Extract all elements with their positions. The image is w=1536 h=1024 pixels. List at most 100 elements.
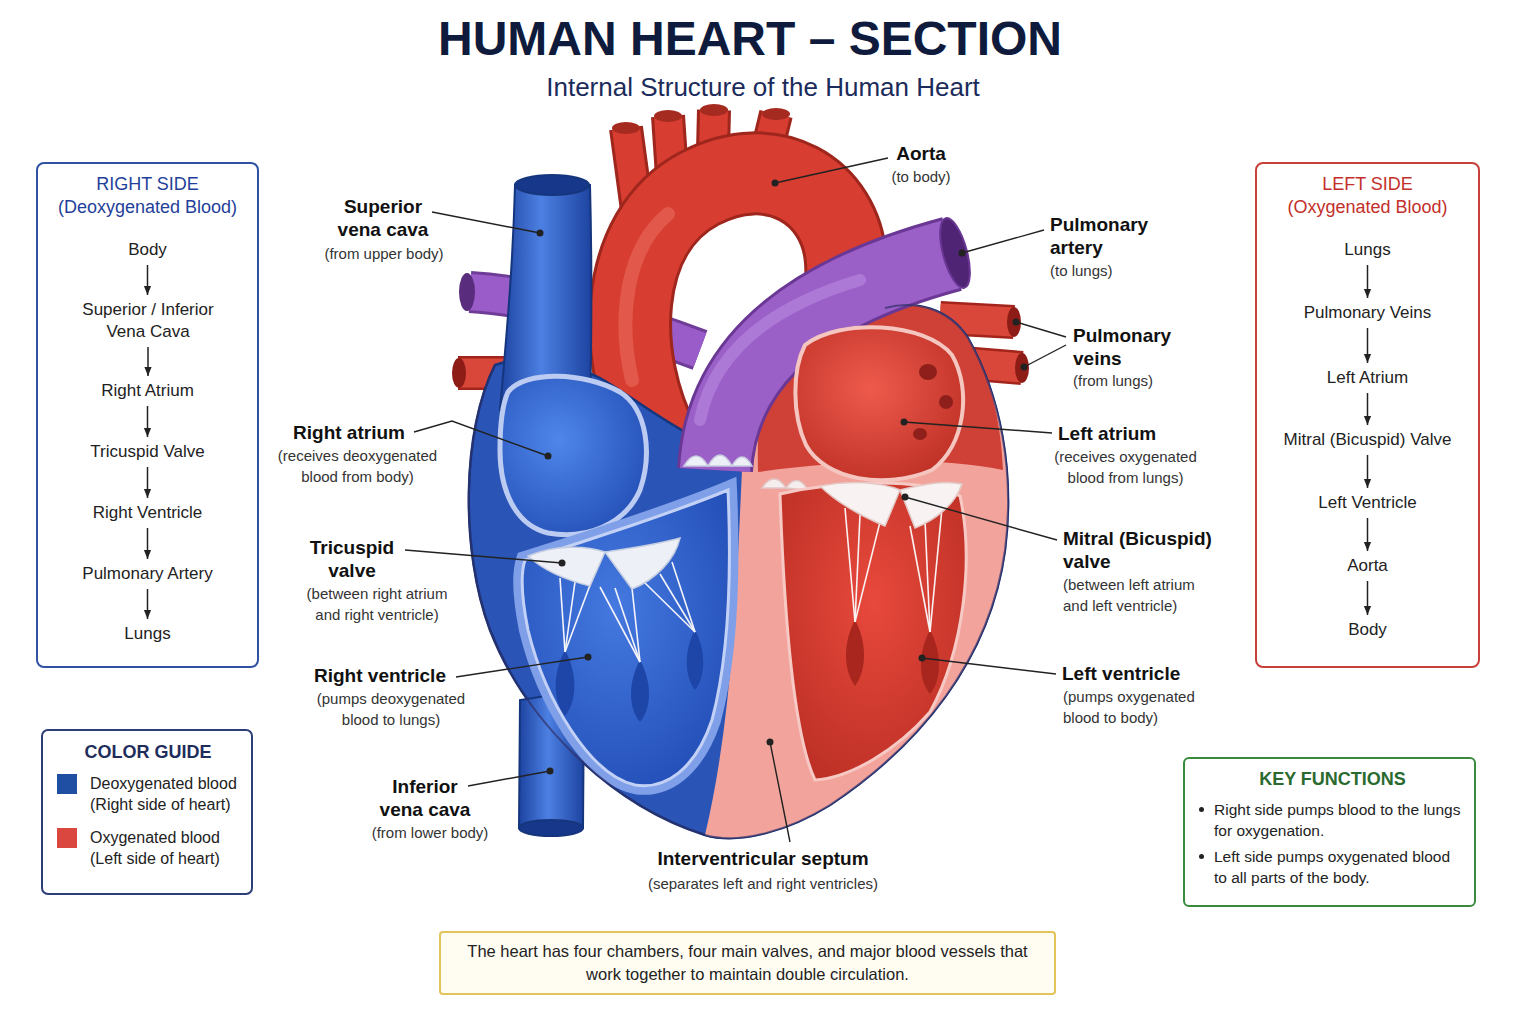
box-heading: RIGHT SIDE (Deoxygenated Blood)	[55, 173, 241, 219]
left-ventricle-chamber	[780, 483, 966, 780]
box-text: Left side pumps oxygenated blood to all …	[1214, 846, 1466, 888]
tricuspid-valve-art	[615, 588, 640, 662]
mitral-valve-art	[820, 482, 962, 694]
leader-dot	[585, 654, 592, 661]
heart-outline	[469, 305, 1008, 838]
semilunar-valves	[684, 456, 708, 466]
aortic-branches	[612, 122, 640, 134]
leader-dot	[772, 180, 779, 187]
box-text: Right side pumps blood to the lungs for …	[1214, 799, 1466, 841]
text-row: Body	[1268, 619, 1467, 641]
flow-panel: RIGHT SIDE (Deoxygenated Blood) BodySuper…	[36, 162, 259, 668]
mitral-valve-art	[845, 508, 942, 632]
leader-line	[405, 550, 562, 563]
leader-line	[775, 158, 888, 183]
tricuspid-valve-art	[565, 582, 575, 652]
heart-outline	[469, 305, 1008, 838]
part-name: Right atrium	[269, 421, 429, 444]
flow-arrow	[147, 589, 149, 619]
part-name: Aorta	[871, 142, 971, 165]
flow-arrow	[147, 528, 149, 559]
info-box: KEY FUNCTIONS Right side pumps blood to t…	[1183, 757, 1476, 907]
aortic-branches	[654, 110, 682, 122]
flow-arrow	[1367, 265, 1369, 298]
semilunar-valves	[762, 479, 786, 488]
left-atrium-chamber	[939, 395, 953, 409]
flow-panel: LEFT SIDE (Oxygenated Blood) LungsPulmona…	[1255, 162, 1480, 668]
leader-dot	[545, 453, 552, 460]
text-row: Left Atrium	[1268, 367, 1467, 389]
right-atrium-chamber	[500, 376, 646, 534]
left-atrium-chamber	[795, 327, 963, 480]
leader-line	[922, 658, 1056, 674]
box-text: Body	[48, 239, 247, 261]
semilunar-valves	[708, 455, 732, 466]
semilunar-valves	[684, 455, 808, 490]
box-heading: COLOR GUIDE	[57, 740, 239, 764]
text-row: LEFT SIDE (Oxygenated Blood)	[1265, 173, 1470, 219]
aortic-branches	[700, 104, 728, 116]
mitral-valve-art	[855, 522, 880, 622]
box-text: The heart has four chambers, four main v…	[457, 940, 1038, 986]
legend-row: Oxygenated blood (Left side of heart)	[57, 827, 239, 869]
box-text: Pulmonary Artery	[48, 563, 247, 585]
tricuspid-valve-art	[528, 538, 703, 722]
leader-dot	[547, 768, 554, 775]
box-text: Left Ventricle	[1268, 492, 1467, 514]
tricuspid-valve-art	[660, 574, 695, 632]
part-note: (pumps oxygenated blood to body)	[1063, 686, 1223, 728]
text-row: Tricuspid Valve	[48, 441, 247, 463]
leader-dot	[537, 180, 1028, 775]
text-row: Right Atrium	[48, 380, 247, 402]
tricuspid-valve-art	[528, 547, 605, 586]
part-name: Right ventricle	[290, 664, 470, 687]
flow-step: Lungs	[1268, 239, 1467, 261]
box-text: Right Ventricle	[48, 502, 247, 524]
flow-arrow	[1367, 455, 1369, 488]
tricuspid-valve-art	[632, 588, 640, 662]
box-text: Lungs	[48, 623, 247, 645]
right-ventricle-chamber	[522, 490, 729, 786]
tricuspid-valve-art	[600, 587, 640, 662]
text-row: Body	[48, 239, 247, 261]
leader-line	[962, 230, 1044, 253]
text-row: Left side pumps oxygenated blood to all …	[1199, 846, 1466, 888]
left-ventricle-chamber	[780, 483, 966, 780]
flow-step: Left Atrium	[1268, 367, 1467, 389]
legend-text: Deoxygenated blood (Right side of heart)	[90, 773, 239, 815]
pulmonary-trunk	[934, 215, 976, 291]
box-text: Body	[1268, 619, 1467, 641]
flow-arrow	[1367, 581, 1369, 615]
right-pulmonary-veins	[1007, 307, 1021, 337]
flow-arrow	[147, 467, 149, 498]
leader-line	[770, 742, 790, 842]
part-name: Superior vena cava	[323, 195, 443, 241]
box-text: Left Atrium	[1268, 367, 1467, 389]
text-row: Left Ventricle	[1268, 492, 1467, 514]
flow-step: Superior / Inferior Vena Cava	[63, 299, 233, 343]
box-text: Aorta	[1268, 555, 1467, 577]
flow-step: Body	[1268, 619, 1467, 641]
text-row: Right Ventricle	[48, 502, 247, 524]
leader-line	[468, 771, 550, 786]
leader-dot	[901, 419, 908, 426]
leader-dot	[919, 655, 926, 662]
leader-dot	[1021, 364, 1028, 371]
part-name: Left ventricle	[1062, 662, 1222, 685]
legend-row: Deoxygenated blood (Right side of heart)	[57, 773, 239, 815]
legend-swatch	[57, 828, 77, 848]
tricuspid-valve-art	[631, 660, 649, 722]
leader-dot	[559, 560, 566, 567]
left-pulmonary-vein	[452, 358, 466, 388]
part-note: (between left atrium and left ventricle)	[1063, 574, 1213, 616]
part-name: Inferior vena cava	[370, 775, 480, 821]
part-note: (from lower body)	[350, 822, 510, 843]
part-name: Mitral (Bicuspid) valve	[1063, 527, 1238, 573]
box-text: Pulmonary Veins	[1268, 302, 1467, 324]
text-row: KEY FUNCTIONS	[1199, 767, 1466, 791]
mitral-valve-art	[900, 482, 962, 528]
text-row: Pulmonary Artery	[48, 563, 247, 585]
part-name: Left atrium	[1058, 422, 1208, 445]
flow-step: Tricuspid Valve	[48, 441, 247, 463]
flow-arrow	[147, 265, 149, 295]
